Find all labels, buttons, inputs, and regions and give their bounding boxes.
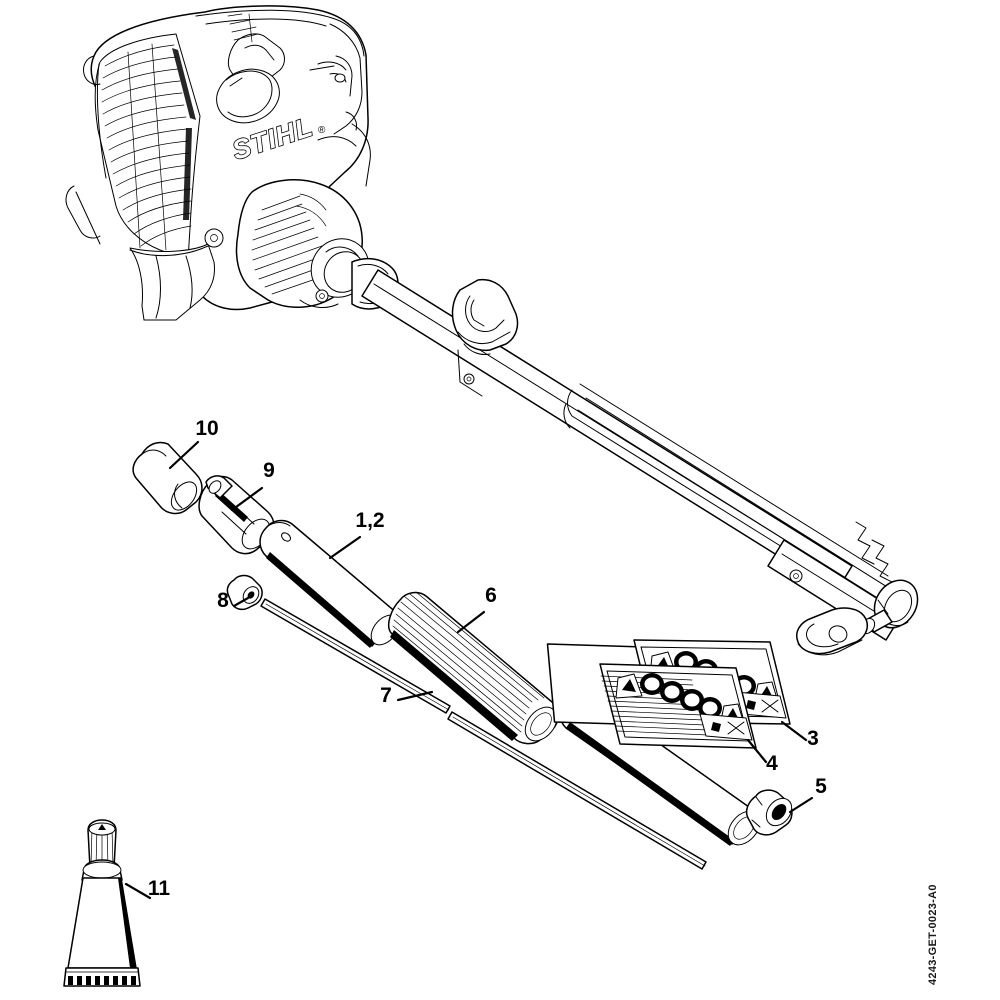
callout-3: 3 bbox=[807, 727, 819, 750]
shaft-coupling-with-wing-screw bbox=[796, 579, 919, 656]
drive-tube-with-bracket bbox=[361, 269, 903, 641]
leader-9 bbox=[230, 486, 264, 512]
leader-3 bbox=[780, 720, 808, 742]
tube-crimp-teeth bbox=[68, 976, 136, 985]
callout-11: 11 bbox=[148, 877, 171, 900]
protective-cap bbox=[132, 441, 203, 515]
flanged-collar-nut bbox=[745, 789, 793, 836]
engine-power-head: STIHL ® bbox=[65, 5, 399, 321]
leader-4 bbox=[746, 738, 768, 764]
cylinder-cooling-fins bbox=[94, 33, 201, 261]
callout-7: 7 bbox=[380, 684, 392, 707]
choke-knob bbox=[216, 68, 280, 124]
callout-10: 10 bbox=[195, 417, 218, 440]
callout-leader-lines bbox=[124, 440, 814, 900]
callout-6: 6 bbox=[485, 584, 497, 607]
callout-8: 8 bbox=[217, 589, 229, 612]
leader-8 bbox=[232, 596, 250, 608]
leader-10 bbox=[168, 440, 200, 470]
drive-tube-section bbox=[259, 519, 400, 648]
handle-mount-bracket bbox=[451, 278, 519, 397]
flexible-drive-shaft bbox=[260, 598, 707, 870]
leader-6 bbox=[456, 610, 486, 634]
fan-housing bbox=[235, 179, 370, 308]
registered-mark: ® bbox=[318, 125, 326, 136]
housing-vent-slots bbox=[227, 13, 259, 43]
leader-11 bbox=[124, 882, 152, 900]
callout-9: 9 bbox=[263, 459, 275, 482]
ribbed-grip-sleeve bbox=[388, 591, 559, 745]
safety-warning-decal-lower bbox=[599, 663, 757, 749]
leader-7 bbox=[396, 690, 434, 702]
tube-protective-sleeve bbox=[563, 383, 893, 609]
drawing-code: 4243-GET-0023-A0 bbox=[927, 884, 939, 985]
callout-5: 5 bbox=[815, 775, 827, 798]
bushing-ring bbox=[226, 574, 263, 611]
leader-5 bbox=[788, 796, 814, 814]
callout-4: 4 bbox=[766, 752, 778, 775]
leader-1-2 bbox=[328, 535, 362, 560]
callout-1-2: 1,2 bbox=[355, 509, 384, 532]
callout-numbers: 1,2 3 4 5 6 7 8 9 10 11 bbox=[148, 417, 827, 900]
grease-tube bbox=[63, 819, 141, 987]
